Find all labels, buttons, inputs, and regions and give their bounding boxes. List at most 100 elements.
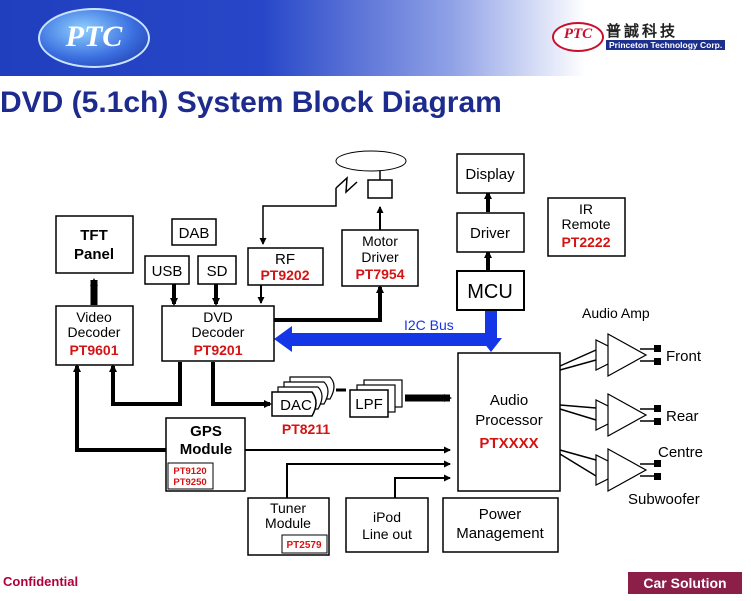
video-decoder-label-line1: Video [76,309,112,325]
i2c-bus-arrow-down [480,338,502,352]
display-label: Display [465,166,515,183]
block-gps-module: GPS Module PT9120 PT9250 [165,417,246,492]
ir-remote-label-line2: Remote [561,216,610,232]
video-decoder-box [55,305,134,366]
block-tft-panel: TFT Panel [55,215,134,274]
dac-label: DAC [280,397,312,414]
amp-centre-terminal-1 [654,460,661,467]
wire-pickup-signal [335,176,358,194]
gps-module-label-line2: Module [180,441,233,458]
block-lpf: LPF [349,379,403,418]
amp-front-leads [640,348,654,362]
lpf-label: LPF [355,396,383,413]
company-name-english: Princeton Technology Corp. [606,40,726,50]
ptc-logo: PTC [38,8,150,68]
amp-rear-terminal-1 [654,405,661,412]
amp-rear-leads [640,408,654,422]
tft-panel-label-line1: TFT [80,227,108,244]
dac-box [271,391,317,417]
confidential-label: Confidential [3,574,79,589]
audio-processor-label-line2: Processor [475,412,543,429]
usb-box [144,255,190,285]
dvd-decoder-label-line2: Decoder [192,324,245,340]
connections [73,176,597,498]
amp-centre-tri-front [607,447,648,493]
block-motor-driver: Motor Driver PT7954 [341,229,419,287]
amp-centre-leads [640,463,654,477]
motor-driver-label-line2: Driver [361,249,399,265]
ipod-label-line2: Line out [362,526,412,542]
block-usb: USB [144,255,190,285]
block-driver: Driver [456,212,525,253]
wire-audio-to-amp-2a [559,404,597,409]
block-sd: SD [197,255,237,285]
wire-pickup-to-rf [259,188,337,245]
power-management-label-line2: Management [456,525,544,542]
wire-dvd-to-video [109,362,182,406]
motor-driver-label-line1: Motor [362,233,398,249]
output-subwoofer-label: Subwoofer [628,491,700,508]
disc-shape [335,150,407,172]
i2c-bus-bar [290,333,490,346]
block-display: Display [456,153,525,194]
output-front-label: Front [666,348,702,365]
rf-label: RF [275,251,295,268]
dab-label: DAB [179,225,210,242]
output-centre-label: Centre [658,444,703,461]
wire-audio-to-amp-1a [559,349,597,367]
driver-label: Driver [470,225,510,242]
motor-driver-box [341,229,419,287]
wire-audio-to-amp-2b [559,408,597,421]
gps-part-number-1: PT9120 [173,466,206,477]
ir-remote-box [547,197,626,257]
dvd-decoder-part-number: PT9201 [193,342,242,358]
tuner-module-label-line1: Tuner [270,500,306,516]
block-dac: DAC PT8211 [271,376,346,437]
tft-panel-label-line2: Panel [74,246,114,263]
page-title: DVD (5.1ch) System Block Diagram [0,86,502,119]
tuner-part-box [281,534,328,554]
block-rf: RF PT9202 [247,247,324,286]
block-dvd-decoder: DVD Decoder PT9201 [161,305,275,362]
car-solution-badge: Car Solution [628,572,742,594]
tuner-module-label-line2: Module [265,515,311,531]
driver-box [456,212,525,253]
ir-remote-label-line1: IR [579,201,593,217]
video-decoder-part-number: PT9601 [69,342,118,358]
tuner-part-number: PT2579 [286,540,321,551]
amp-front-terminal-1 [654,345,661,352]
display-box [456,153,525,194]
audio-amp-label: Audio Amp [582,305,650,321]
wire-audio-to-amp-1b [559,359,597,371]
rf-part-number: PT9202 [260,267,309,283]
block-ipod: iPod Line out [345,497,429,553]
ptc-logo-small-text: PTC [563,26,593,42]
disc-pickup [335,150,407,199]
wire-audio-to-amp-3b [559,453,597,477]
ptc-logo-small: PTC [552,22,604,52]
amp-centre-terminal-2 [654,473,661,480]
amp-rear-tri-front [607,392,648,438]
amp-front-tri-front [607,332,648,378]
dab-box [171,218,217,246]
audio-processor-part-number: PTXXXX [479,435,538,452]
power-management-box [442,497,559,553]
gps-module-label-line1: GPS [190,423,222,440]
wire-audio-to-amp-3a [559,449,597,461]
i2c-bus-label: I2C Bus [404,317,454,333]
i2c-bus-arrow-left [274,326,292,352]
pickup-motor-box [367,179,393,199]
company-name-chinese: 普誠科技 [606,22,679,40]
dvd-decoder-label-line1: DVD [203,309,233,325]
audio-processor-label-line1: Audio [490,392,528,409]
block-mcu: MCU [456,270,525,311]
amp-front-terminal-2 [654,358,661,365]
ipod-label-line1: iPod [373,509,401,525]
tft-panel-box [55,215,134,274]
wire-gps-to-video [73,364,166,452]
wire-ipod-to-audio [394,474,451,498]
sd-label: SD [207,263,228,280]
amp-rear: Rear [595,392,699,438]
rf-box [247,247,324,286]
